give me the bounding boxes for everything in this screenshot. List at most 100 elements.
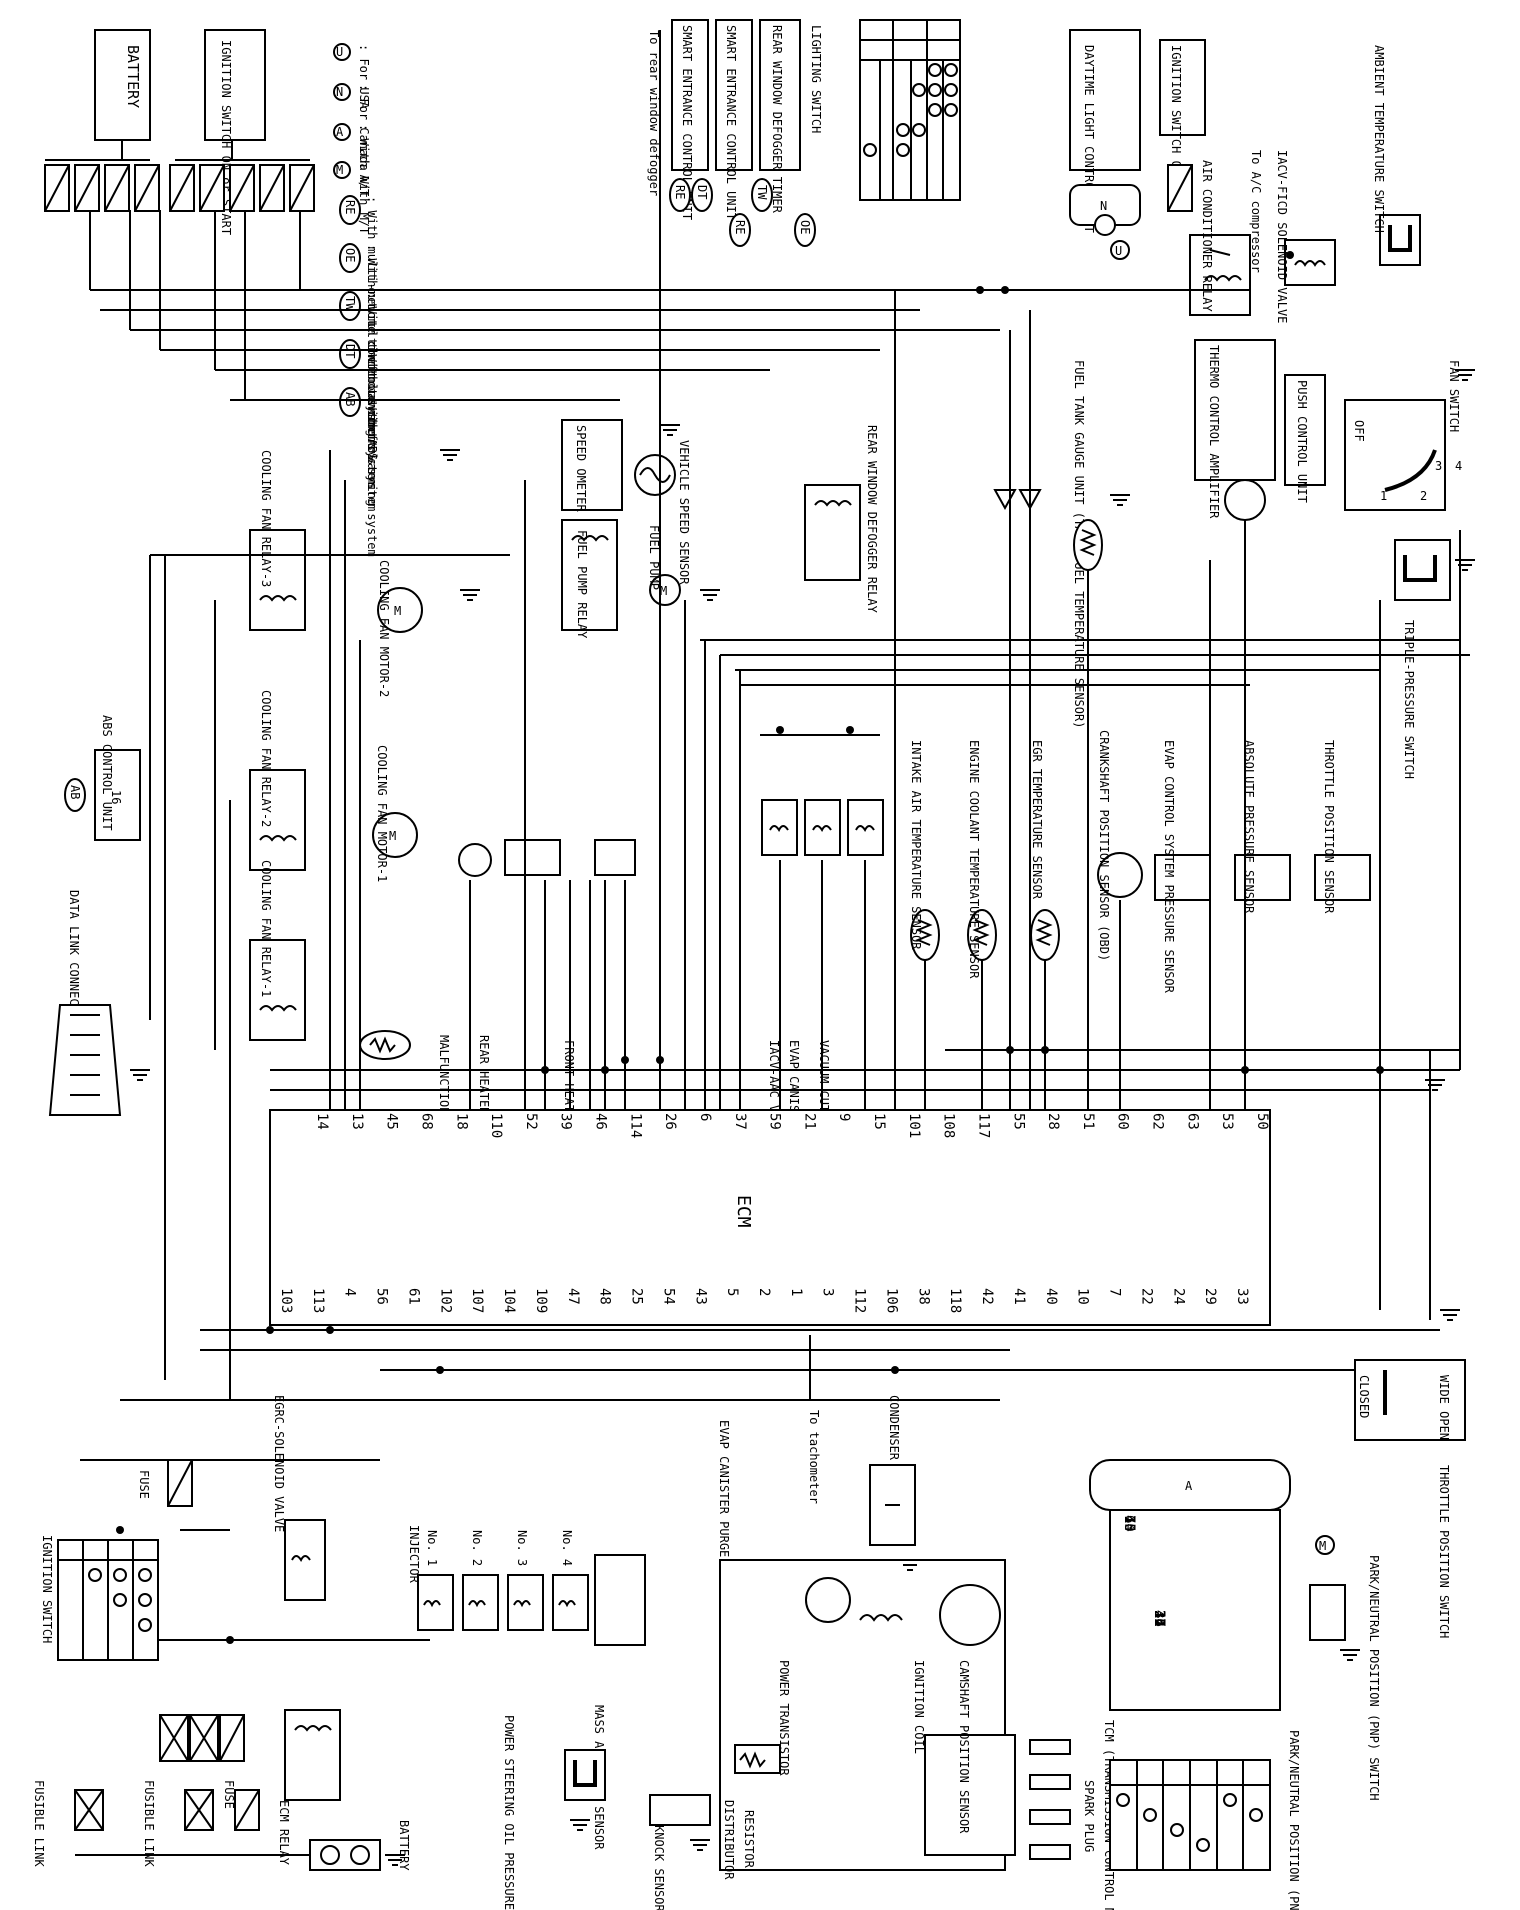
ecm-bottom-pin: 47 — [565, 1288, 581, 1305]
lighting-switch-label: LIGHTING SWITCH — [809, 25, 823, 133]
evap-pressure-sensor: EVAP CONTROL SYSTEM PRESSURE SENSOR — [1154, 740, 1211, 994]
tag-re-1: RE — [673, 185, 687, 199]
injector-1-label: No. 1 — [425, 1530, 439, 1566]
cooling-fan-relay-2: COOLING FAN RELAY-2 — [249, 690, 306, 871]
fuse-box-bl — [159, 1714, 245, 1762]
ignition-switch-bl-label: IGNITION SWITCH — [40, 1535, 54, 1643]
ignition-on-label: IGNITION SWITCH ON — [1169, 45, 1183, 175]
ecm-block: ECM — [269, 1109, 1271, 1326]
pnp-tag-m: M — [1319, 1539, 1326, 1553]
abs-control-unit: AB ABS CONTROL UNIT 16 — [64, 715, 141, 841]
diodes — [993, 489, 1042, 511]
ecm-top-pin: 28 — [1045, 1113, 1061, 1130]
ecm-top-pin: 15 — [871, 1113, 887, 1130]
tcm-left-pin: 6 — [1121, 1515, 1137, 1523]
ecm-top-pin: 53 — [1219, 1113, 1235, 1130]
ground-symbols — [130, 369, 1475, 1866]
tcm-right-pin: 27 — [1151, 1610, 1167, 1627]
ecm-bottom-pin: 112 — [852, 1288, 868, 1313]
absolute-pressure-sensor: ABSOLUTE PRESSURE SENSOR — [1234, 740, 1291, 914]
ecm-top-pin: 13 — [349, 1113, 365, 1130]
tcm-right-pin: 42 — [1151, 1610, 1167, 1627]
fuel-pump-relay: FUEL PUMP RELAY M FUEL PUMP — [561, 519, 681, 639]
legend-ab: : With ABS — [365, 388, 379, 460]
ecm-bottom-pin: 104 — [501, 1288, 517, 1313]
distributor-block: POWER TRANSISTOR IGNITION COIL CAMSHAFT … — [719, 1559, 1016, 1880]
triple-pressure-switch: TRIPLE-PRESSURE SWITCH — [1394, 539, 1451, 779]
fan-switch-block: OFF 1 2 3 4 FAN SWITCH — [1344, 360, 1462, 511]
top-fuse-row — [44, 140, 315, 212]
injector-4-label: No. 4 — [560, 1530, 574, 1566]
knock-sensor: KNOCK SENSOR — [649, 1794, 711, 1910]
throttle-position-sensor: THROTTLE POSITION SENSOR — [1314, 740, 1371, 914]
ac-relay-label: AIR CONDITIONER RELAY — [1200, 160, 1214, 312]
rear-defogger-timer: REAR WINDOW DEFOGGER TIMER — [759, 19, 801, 214]
ecm-top-pin: 117 — [976, 1113, 992, 1138]
tcm-right-pin: 36 — [1151, 1610, 1167, 1627]
resistor-block: RESISTOR — [734, 1744, 781, 1869]
ecm-relay-label: ECM RELAY — [277, 1800, 291, 1866]
thermo-amplifier: THERMO CONTROL AMPLIFIER — [1194, 339, 1276, 521]
fuel-pump-relay-label: FUEL PUMP RELAY — [575, 530, 589, 639]
fan-switch-pos1: 1 — [1380, 489, 1387, 503]
legend-dt: : Without theft warning system — [365, 340, 379, 557]
legend-code-re: RE — [343, 200, 357, 214]
tcm-right-pin: 35 — [1151, 1610, 1167, 1627]
rear-window-relay-label: REAR WINDOW DEFOGGER RELAY — [865, 425, 879, 614]
heater-resistor — [359, 1030, 411, 1060]
cooling-fan-relay-3: COOLING FAN RELAY-3 — [249, 450, 306, 631]
maf-sensor: MASS AIR FLOW SENSOR — [592, 1554, 646, 1850]
legend: U : For USA N : For Canada A : With A/T … — [333, 43, 379, 557]
iacv-ficd-block: IACV-FICD SOLENOID VALVE — [1275, 150, 1336, 323]
vehicle-speed-label: VEHICLE SPEED SENSOR — [677, 440, 691, 585]
ecm-bottom-pin: 102 — [437, 1288, 453, 1313]
cooling-fan-motor-2: M COOLING FAN MOTOR-2 — [377, 560, 423, 697]
camshaft-label: CAMSHAFT POSITION SENSOR — [957, 1660, 971, 1834]
ecm-bottom-pin: 29 — [1202, 1288, 1218, 1305]
knock-label: KNOCK SENSOR — [652, 1825, 666, 1910]
egrc-label: EGRC-SOLENOID VALVE — [272, 1395, 286, 1532]
ecm-bottom-pin: 24 — [1170, 1288, 1186, 1305]
ecm-top-pin: 108 — [941, 1113, 957, 1138]
ecm-bottom-pin: 10 — [1075, 1288, 1091, 1305]
cooling-fan-motor-1-m: M — [389, 829, 396, 843]
ecm-bottom-pin: 103 — [278, 1288, 294, 1313]
ecm-bottom-pin: 113 — [310, 1288, 326, 1313]
legend-re: : With multi-remote control system — [365, 196, 379, 442]
legend-canada: : For Canada — [357, 84, 371, 171]
cooling-fan-motor-2-label: COOLING FAN MOTOR-2 — [377, 560, 391, 697]
fuse-bl: FUSE — [137, 1459, 193, 1507]
tcm-left-pin: 15 — [1121, 1515, 1137, 1532]
ignition-switch-bl: IGNITION SWITCH — [40, 1535, 159, 1661]
fan-switch-pos3: 3 — [1435, 459, 1442, 473]
ecm-top-pin: 60 — [1115, 1113, 1131, 1130]
battery-bottom-label: BATTERY — [397, 1820, 411, 1871]
legend-code-oe: OE — [343, 248, 357, 262]
ecm-bottom-pin: 22 — [1138, 1288, 1154, 1305]
ecm-bottom-pin: 41 — [1011, 1288, 1027, 1305]
ps-switch: POWER STEERING OIL PRESSURE SWITCH — [502, 1715, 606, 1910]
egr-temp-label: EGR TEMPERATURE SENSOR — [1030, 740, 1044, 900]
data-link-connector: DATA LINK CONNECTOR — [48, 890, 122, 1116]
ambient-temp-label: AMBIENT TEMPERATURE SWITCH — [1372, 45, 1386, 233]
daytime-light-unit: DAYTIME LIGHT CONTROL UNIT N U — [1069, 29, 1141, 260]
legend-code-tw: TW — [343, 296, 357, 311]
ecm-bottom-pin: 25 — [629, 1288, 645, 1305]
fan-switch-label: FAN SWITCH — [1447, 360, 1461, 432]
fan-switch-pos2: 2 — [1420, 489, 1427, 503]
ecm-top-pin: 45 — [384, 1113, 400, 1130]
ecm-relay: ECM RELAY — [277, 1709, 341, 1866]
crankshaft-label: CRANKSHAFT POSITION SENSOR (OBD) — [1097, 730, 1111, 961]
throttle-position-switch: CLOSED WIDE OPEN THROTTLE POSITION SWITC… — [1354, 1359, 1466, 1638]
ecm-bottom-pin: 118 — [947, 1288, 963, 1313]
ecm-bottom-pin: 3 — [820, 1288, 836, 1296]
ecm-bottom-pin: 2 — [756, 1288, 772, 1296]
tag-dt: DT — [695, 185, 709, 199]
daytime-tag-u: U — [1115, 244, 1122, 258]
tcm-right-pin: 17 — [1151, 1610, 1167, 1627]
ignition-coil-label: IGNITION COIL — [912, 1660, 926, 1754]
ecm-bottom-pin: 106 — [884, 1288, 900, 1313]
fuel-pump-m: M — [660, 584, 667, 598]
